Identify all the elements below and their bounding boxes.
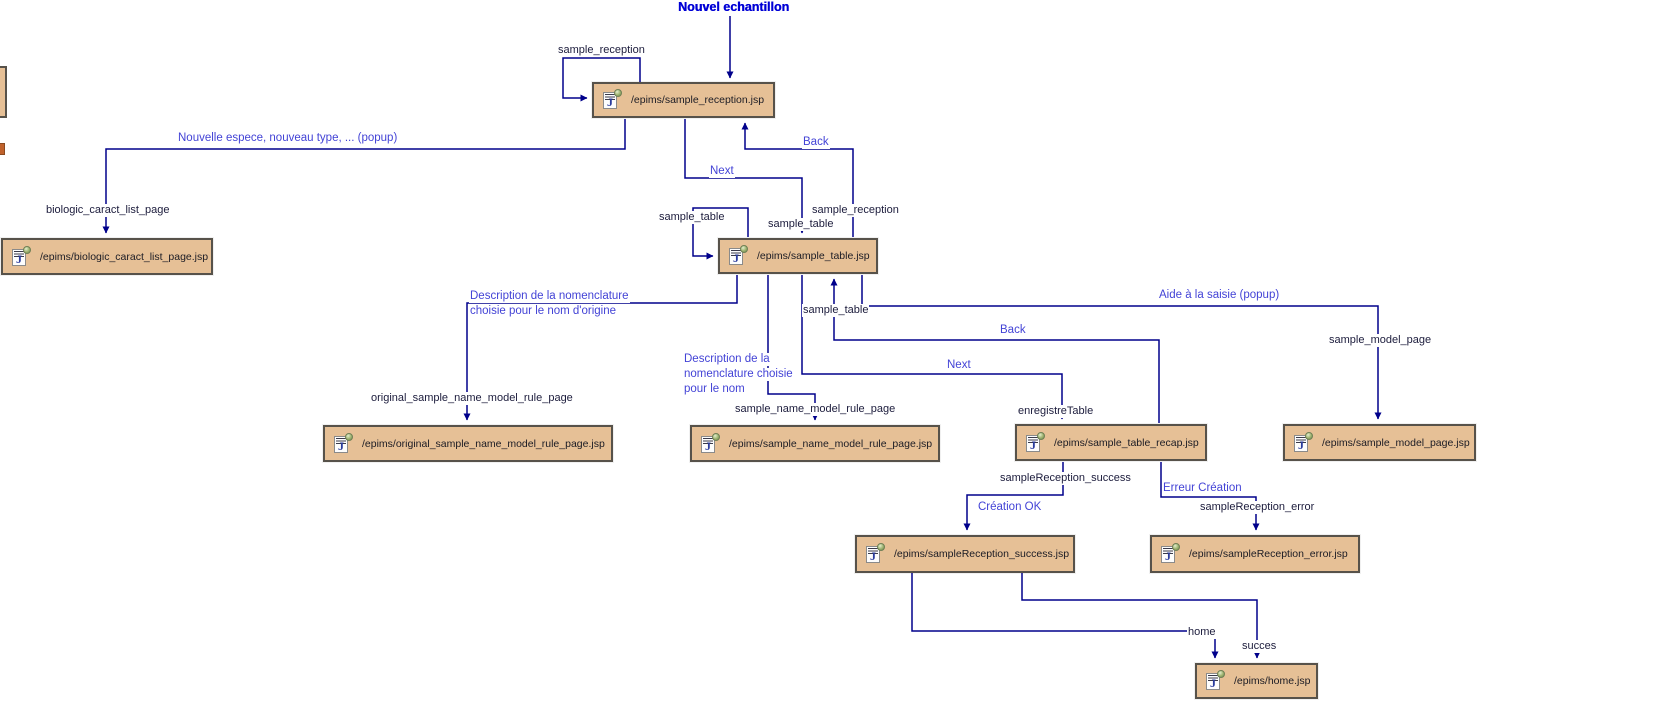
node-sample-table-recap[interactable]: J /epims/sample_table_recap.jsp (1015, 424, 1207, 461)
edge-nouvelle-espece (102, 119, 626, 234)
green-ball-icon (1217, 670, 1225, 678)
label-enregistretable: enregistreTable (1017, 405, 1095, 418)
node-label: /epims/sample_name_model_rule_page.jsp (729, 437, 933, 450)
orange-marker (0, 143, 5, 155)
edge-recap-error (1160, 462, 1260, 531)
label-erreur-creation: Erreur Création (1162, 482, 1243, 495)
jsp-page-icon: J (602, 89, 622, 111)
jsp-page-icon: J (1205, 670, 1225, 692)
label-sample-model-page: sample_model_page (1328, 334, 1433, 347)
node-samplereception-success[interactable]: J /epims/sampleReception_success.jsp (855, 535, 1075, 573)
edge-success-home-succes (1021, 573, 1261, 659)
label-sample-name-model-rule-page: sample_name_model_rule_page (734, 403, 897, 416)
edge-descr-origine (463, 275, 738, 421)
label-home: home (1187, 626, 1217, 639)
label-samplereception-success: sampleReception_success (999, 472, 1132, 485)
node-label: /epims/sample_reception.jsp (631, 94, 765, 106)
node-samplereception-error[interactable]: J /epims/sampleReception_error.jsp (1150, 535, 1360, 573)
label-descr-nom-line2: nomenclature choisie (683, 368, 794, 381)
jsp-page-icon: J (1160, 543, 1180, 565)
green-ball-icon (614, 89, 622, 97)
label-samplereception-error: sampleReception_error (1199, 501, 1316, 514)
edge-sample-table-selfloop (692, 207, 749, 260)
node-label: /epims/sampleReception_error.jsp (1189, 548, 1348, 560)
node-label: /epims/sample_table_recap.jsp (1054, 436, 1199, 449)
label-back-top: Back (802, 136, 830, 149)
node-sample-model-page[interactable]: J /epims/sample_model_page.jsp (1283, 424, 1476, 461)
label-sample-table-selfloop: sample_table (658, 211, 726, 224)
jsp-page-icon: J (1025, 431, 1045, 454)
label-descr-origine-line2: choisie pour le nom d'origine (469, 305, 618, 318)
edge-sample-reception-selfloop (562, 57, 641, 102)
green-ball-icon (740, 245, 748, 253)
jsp-page-icon: J (11, 245, 31, 268)
jsp-page-icon: J (1293, 431, 1313, 454)
edge-descr-nom (767, 275, 819, 421)
label-descr-origine-line1: Description de la nomenclature (469, 290, 630, 303)
node-home[interactable]: J /epims/home.jsp (1195, 663, 1318, 699)
node-sample-name-model-rule-page[interactable]: J /epims/sample_name_model_rule_page.jsp (690, 425, 940, 462)
jsp-page-icon: J (728, 245, 748, 267)
node-label: /epims/original_sample_name_model_rule_p… (362, 437, 605, 450)
green-ball-icon (877, 543, 885, 551)
jsp-page-icon: J (700, 432, 720, 455)
green-ball-icon (345, 432, 353, 441)
label-sample-reception-selfloop: sample_reception (557, 44, 646, 57)
label-back-mid: Back (999, 324, 1027, 337)
node-label: /epims/sampleReception_success.jsp (894, 548, 1070, 560)
diagram-title: Nouvel echantillon (677, 0, 791, 14)
edge-aide-saisie (861, 275, 1382, 420)
edge-back-recap-table (830, 278, 1160, 423)
green-ball-icon (23, 245, 31, 254)
green-ball-icon (1305, 431, 1313, 440)
label-next-top: Next (709, 165, 735, 178)
node-sample-table[interactable]: J /epims/sample_table.jsp (718, 238, 878, 274)
clipped-node-fragment (0, 66, 7, 118)
label-next-mid: Next (946, 359, 972, 372)
edge-success-home (911, 573, 1219, 659)
jsp-page-icon: J (333, 432, 353, 455)
node-biologic-caract-list-page[interactable]: J /epims/biologic_caract_list_page.jsp (1, 238, 213, 275)
label-sample-table-back: sample_table (802, 304, 870, 317)
node-label: /epims/home.jsp (1234, 675, 1311, 687)
label-nouvelle-espece-popup: Nouvelle espece, nouveau type, ... (popu… (177, 132, 399, 145)
node-sample-reception[interactable]: J /epims/sample_reception.jsp (592, 82, 775, 118)
edge-next-table-recap (801, 275, 1066, 420)
label-descr-nom-line3: pour le nom (683, 383, 746, 396)
label-sample-reception-back: sample_reception (811, 204, 900, 217)
label-descr-nom-line1: Description de la (683, 353, 771, 366)
green-ball-icon (712, 432, 720, 441)
node-label: /epims/sample_table.jsp (757, 250, 870, 262)
node-label: /epims/biologic_caract_list_page.jsp (40, 250, 209, 263)
label-original-sample-name-model-rule-page: original_sample_name_model_rule_page (370, 392, 574, 405)
green-ball-icon (1172, 543, 1180, 551)
label-creation-ok: Création OK (977, 501, 1043, 514)
label-biologic-caract-list-page: biologic_caract_list_page (45, 204, 171, 217)
label-aide-saisie-popup: Aide à la saisie (popup) (1158, 289, 1281, 302)
node-original-sample-name-model-rule-page[interactable]: J /epims/original_sample_name_model_rule… (323, 425, 613, 462)
edge-next-reception-table (684, 119, 806, 234)
label-sample-table-in: sample_table (767, 218, 835, 231)
jsp-page-icon: J (865, 543, 885, 565)
green-ball-icon (1037, 431, 1045, 440)
label-succes: succes (1241, 640, 1278, 653)
edge-back-table-reception (741, 122, 854, 237)
node-label: /epims/sample_model_page.jsp (1322, 436, 1470, 449)
